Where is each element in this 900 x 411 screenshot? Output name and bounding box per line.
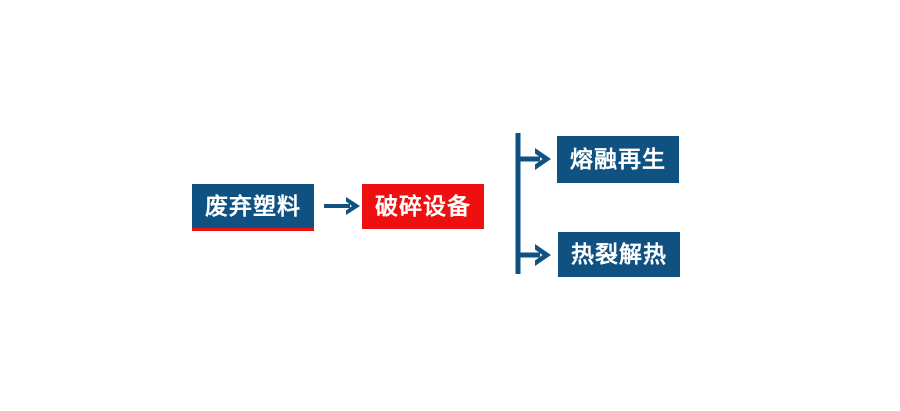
node-pyrolysis[interactable]: 热裂解热 — [558, 232, 680, 277]
node-melt-regeneration[interactable]: 熔融再生 — [557, 136, 679, 183]
node-crusher-equipment[interactable]: 破碎设备 — [362, 184, 484, 229]
node-waste-plastic-accent-underline — [192, 228, 314, 231]
node-waste-plastic[interactable]: 废弃塑料 — [192, 184, 314, 228]
main-flow-arrow-icon — [322, 192, 364, 220]
